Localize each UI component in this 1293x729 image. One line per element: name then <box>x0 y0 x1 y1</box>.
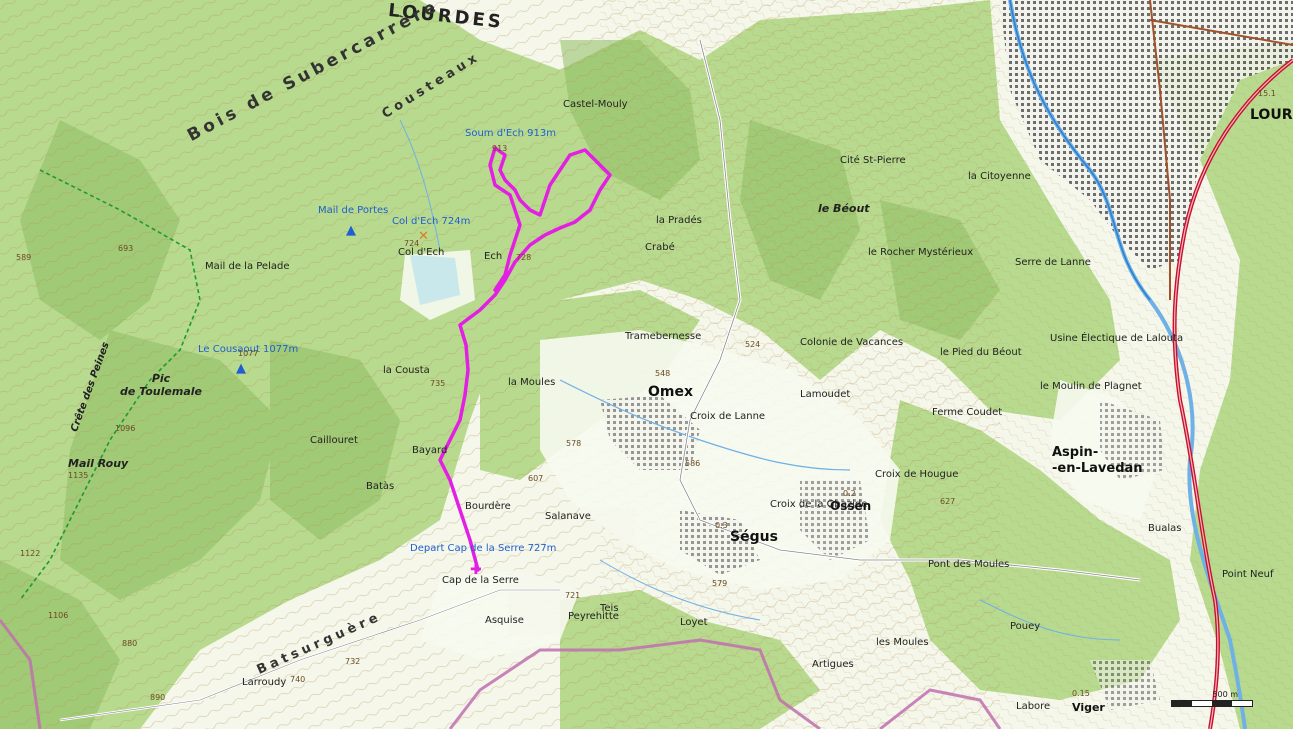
place-label: Salanave <box>545 511 591 522</box>
spot-height: 913 <box>492 144 508 153</box>
summit-triangle-icon[interactable]: ▲ <box>236 361 246 376</box>
le-beout-label: le Béout <box>818 202 870 215</box>
place-label: Colonie de Vacances <box>800 337 904 348</box>
town-aspin-label: Aspin- -en-Lavedan <box>1052 445 1143 476</box>
spot-height: 728 <box>516 253 532 262</box>
place-label: les Moules <box>876 637 929 648</box>
place-label: le Rocher Mystérieux <box>868 247 974 258</box>
spot-height: 578 <box>566 439 582 448</box>
place-label: Ech <box>484 251 503 262</box>
spot-height: 724 <box>404 239 420 248</box>
place-label: Batàs <box>366 481 395 492</box>
peak-toulemale-label: Pic de Toulemale <box>120 372 202 399</box>
spot-height: 607 <box>528 474 544 483</box>
place-label: Bualas <box>1148 523 1182 534</box>
place-label: Lamoudet <box>800 389 851 400</box>
place-label: Mail de la Pelade <box>205 261 290 272</box>
spot-height: 0.15 <box>1072 689 1090 698</box>
place-label: Loyet <box>680 617 708 628</box>
scale-bar-label: 500 m <box>1212 690 1238 699</box>
spot-height: 890 <box>150 693 166 702</box>
place-label: Artigues <box>812 659 854 670</box>
place-label: Croix de Lanne <box>690 411 766 422</box>
spot-height: 524 <box>745 340 761 349</box>
poi-depart-label: Depart Cap de la Serre 727m <box>410 543 557 554</box>
ridge-trail <box>19 169 201 601</box>
roads <box>59 0 1293 729</box>
spot-height: 740 <box>290 675 306 684</box>
spot-height: 732 <box>345 657 361 666</box>
town-omex-label: Omex <box>648 384 694 400</box>
spot-height: 586 <box>685 459 701 468</box>
spot-height: 1135 <box>68 471 89 480</box>
place-label: Ferme Coudet <box>932 407 1003 418</box>
spot-height: 880 <box>122 639 138 648</box>
spot-height: 548 <box>655 369 671 378</box>
spot-height: 1122 <box>20 549 41 558</box>
place-label: Point Neuf <box>1222 569 1274 580</box>
town-lourdes-east-label: LOUR <box>1250 107 1293 123</box>
boundaries <box>0 619 1002 729</box>
place-label: Bayard <box>412 445 448 456</box>
scale-bar <box>1171 700 1253 707</box>
spot-height: 579 <box>712 579 728 588</box>
place-label: Caillouret <box>310 435 358 446</box>
start-point-marker-icon[interactable]: ✚ <box>470 562 482 578</box>
place-label: Croix de Hougue <box>875 469 959 480</box>
place-label: Crabé <box>645 242 675 253</box>
place-label: Serre de Lanne <box>1015 257 1091 268</box>
place-label: la Pradés <box>656 215 702 226</box>
hiking-track <box>438 146 612 572</box>
rivers <box>399 0 1247 729</box>
town-segus-label: Ségus <box>730 529 778 545</box>
poi-cousaout-label: Le Cousaout 1077m <box>198 344 299 355</box>
place-label: Tramebernesse <box>625 331 702 342</box>
place-label: Cité St-Pierre <box>840 155 906 166</box>
place-label: la Cousta <box>383 365 430 376</box>
poi-col-ech-label: Col d'Ech 724m <box>392 216 471 227</box>
place-label: Col d'Ech <box>398 247 445 258</box>
spot-height: 0.2 <box>843 489 856 498</box>
place-label: Pouey <box>1010 621 1041 632</box>
summit-triangle-icon[interactable]: ▲ <box>346 223 356 238</box>
place-label: Cap de la Serre <box>442 575 519 586</box>
spot-height: 1106 <box>48 611 69 620</box>
spot-height: 721 <box>565 591 581 600</box>
town-ossen-label: Ossen <box>830 499 872 513</box>
pass-crossed-swords-icon[interactable]: ✕ <box>418 229 429 244</box>
place-label: la Citoyenne <box>968 171 1031 182</box>
place-label: Teis <box>600 603 619 614</box>
place-label: le Pied du Béout <box>940 347 1022 358</box>
spot-height: 15.1 <box>1258 89 1276 98</box>
place-label: Bourdère <box>465 501 511 512</box>
town-viger-label: Viger <box>1072 701 1105 714</box>
spot-height: 627 <box>940 497 956 506</box>
spot-height: 693 <box>118 244 134 253</box>
spot-height: 1096 <box>115 424 136 433</box>
poi-soum-ech-label: Soum d'Ech 913m <box>465 128 556 139</box>
place-label: Asquise <box>485 615 524 626</box>
place-label: Pont des Moules <box>928 559 1010 570</box>
place-label: Croix de la Ghazide <box>770 499 868 510</box>
spot-height: 1077 <box>238 349 259 358</box>
place-label: Labore <box>1016 701 1051 712</box>
spot-height: 735 <box>430 379 446 388</box>
place-label: la Moules <box>508 377 556 388</box>
place-label: Castel-Mouly <box>563 99 628 110</box>
peak-mail-rouy-label: Mail Rouy <box>68 457 129 470</box>
place-label: le Moulin de Plagnet <box>1040 381 1142 392</box>
place-label: Usine Électique de Lalouta <box>1050 333 1184 344</box>
poi-mail-portes-label: Mail de Portes <box>318 205 389 216</box>
place-label: Peyrehitte <box>568 611 619 622</box>
urban-areas <box>600 0 1293 710</box>
spot-height: 0.3 <box>715 521 728 530</box>
place-label: Larroudy <box>242 677 287 688</box>
spot-height: 589 <box>16 253 32 262</box>
